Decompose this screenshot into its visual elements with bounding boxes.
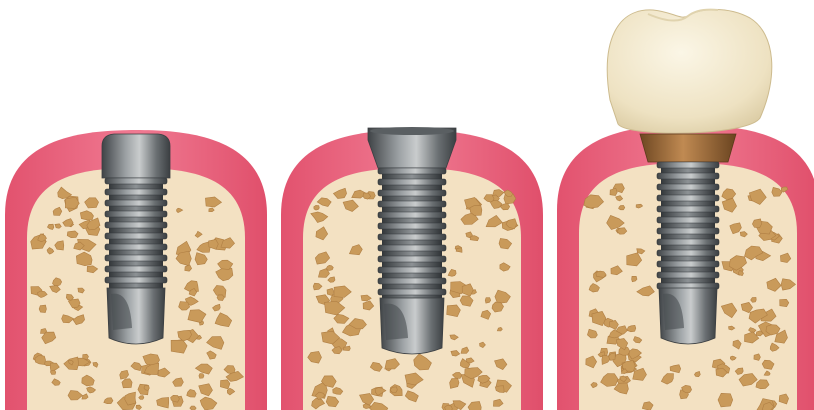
implant-thread (105, 189, 167, 195)
abutment (640, 134, 736, 162)
implant-thread (378, 245, 446, 251)
implant-thread (657, 184, 719, 190)
implant-thread (378, 278, 446, 284)
implant-thread (657, 250, 719, 256)
implant-thread (378, 190, 446, 196)
implant-thread (657, 239, 719, 245)
crown (607, 10, 772, 134)
healing-cap (102, 134, 170, 178)
panel-healing-cap (5, 130, 267, 410)
bone-pore (67, 231, 78, 238)
implant-thread (378, 289, 446, 295)
implant-thread (657, 228, 719, 234)
implant-core (661, 162, 715, 290)
bone-pore (83, 354, 89, 359)
implant-thread (378, 212, 446, 218)
implant-thread (378, 168, 446, 174)
bone-pore (314, 205, 320, 210)
implant-thread (657, 173, 719, 179)
implant-thread (105, 211, 167, 217)
bone-pore (171, 340, 187, 353)
implant-thread (105, 200, 167, 206)
bone-pore (327, 288, 334, 295)
implant-thread (657, 162, 719, 168)
bone-pore (199, 374, 204, 379)
implant-collar-rim (370, 127, 454, 135)
implant-thread (378, 234, 446, 240)
bone-pore (39, 305, 46, 313)
implant-thread (378, 267, 446, 273)
panel-abutment-crown (557, 10, 814, 410)
implant-thread (105, 266, 167, 272)
implant-thread (105, 244, 167, 250)
bone-pore (718, 393, 733, 407)
bone-pore (754, 354, 761, 361)
bone-pore (450, 378, 459, 388)
implant-thread (378, 201, 446, 207)
bone-pore (190, 406, 196, 410)
bone-pore (217, 295, 224, 301)
implant-thread (378, 179, 446, 185)
bone-pore (780, 299, 789, 306)
implant-thread (105, 277, 167, 283)
implant-thread (378, 256, 446, 262)
implant-thread (657, 206, 719, 212)
implant-thread (657, 272, 719, 278)
implant-thread (105, 178, 167, 184)
implant-thread (378, 223, 446, 229)
implant-thread (657, 261, 719, 267)
implant-thread (657, 217, 719, 223)
implant-thread (105, 255, 167, 261)
implant-thread (657, 195, 719, 201)
panel-implant-collar (281, 127, 543, 410)
implant-thread (105, 222, 167, 228)
implant-thread (105, 233, 167, 239)
